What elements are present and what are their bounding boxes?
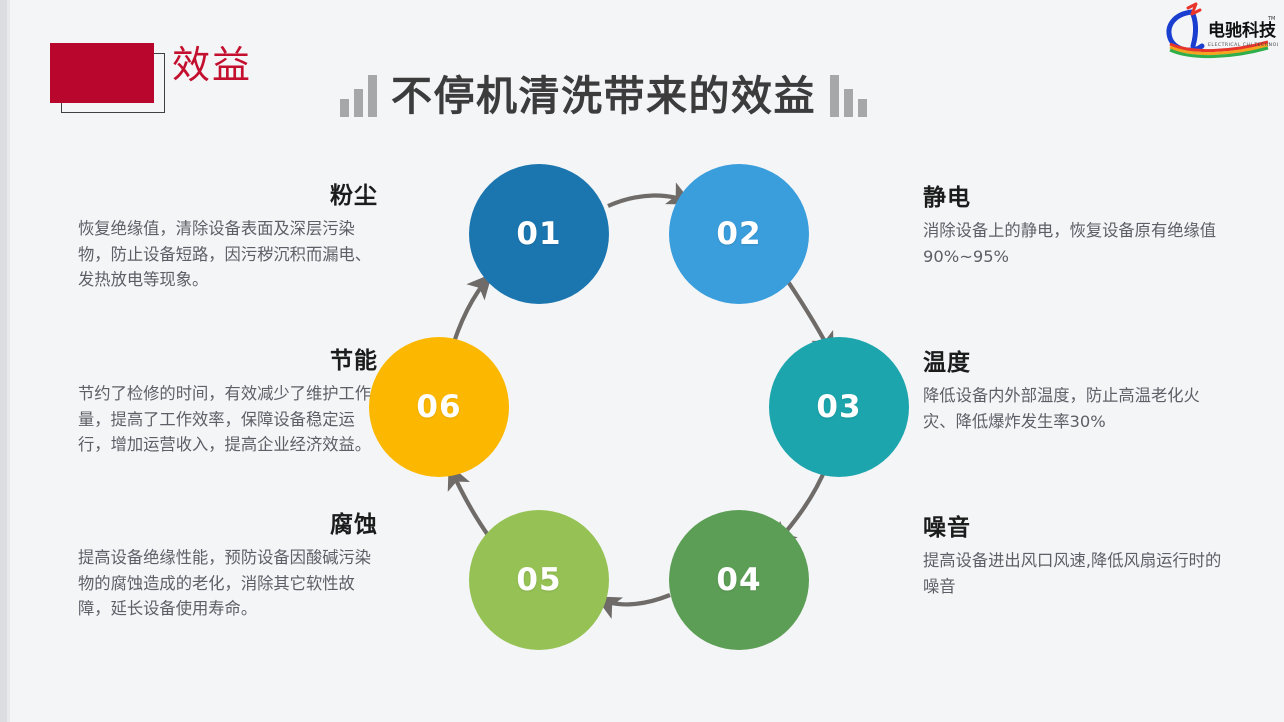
- logo-trademark: TM: [1267, 16, 1275, 22]
- logo-swoosh-icon: [1166, 2, 1269, 59]
- item-dust-body: 恢复绝缘值，清除设备表面及深层污染物，防止设备短路，因污秽沉积而漏电、发热放电等…: [78, 219, 372, 289]
- cycle-node-02[interactable]: 02: [669, 164, 809, 304]
- title-row: 不停机清洗带来的效益: [340, 68, 867, 124]
- logo-name-en: ELECTRICAL CHI TECHNOLOGY: [1208, 42, 1278, 48]
- cycle-node-06[interactable]: 06: [369, 337, 509, 477]
- cycle-node-01-label: 01: [516, 216, 562, 252]
- cycle-node-03[interactable]: 03: [769, 337, 909, 477]
- item-temperature-heading: 温度: [923, 350, 971, 376]
- item-static-body: 消除设备上的静电，恢复设备原有绝缘值90%~95%: [923, 221, 1217, 266]
- cycle-node-06-label: 06: [416, 389, 462, 425]
- logo-name-cn: 电驰科技: [1208, 20, 1277, 41]
- cycle-node-05-label: 05: [516, 562, 562, 598]
- item-static: 静电 消除设备上的静电，恢复设备原有绝缘值90%~95%: [923, 185, 1223, 269]
- item-static-heading: 静电: [923, 185, 971, 211]
- item-temperature-body: 降低设备内外部温度，防止高温老化火灾、降低爆炸发生率30%: [923, 386, 1200, 431]
- arrow-05-to-06: [447, 463, 492, 540]
- badge-red-square: [50, 43, 154, 103]
- item-energy-heading: 节能: [330, 348, 378, 374]
- item-corrosion-body: 提高设备绝缘性能，预防设备因酸碱污染物的腐蚀造成的老化，消除其它软性故障，延长设…: [78, 548, 372, 618]
- section-badge-label: 效益: [172, 43, 253, 87]
- item-noise-heading: 噪音: [923, 515, 971, 541]
- page-title: 不停机清洗带来的效益: [391, 71, 816, 120]
- item-dust: 粉尘 恢复绝缘值，清除设备表面及深层污染物，防止设备短路，因污秽沉积而漏电、发热…: [78, 183, 378, 292]
- cycle-diagram: 01 02 03 04 05 06: [369, 164, 915, 660]
- item-corrosion-heading: 腐蚀: [330, 512, 378, 538]
- item-noise: 噪音 提高设备进出风口风速,降低风扇运行时的噪音: [923, 515, 1223, 599]
- cycle-node-01[interactable]: 01: [469, 164, 609, 304]
- cycle-node-04[interactable]: 04: [669, 510, 809, 650]
- arrow-04-to-05: [595, 593, 671, 619]
- item-noise-body: 提高设备进出风口风速,降低风扇运行时的噪音: [923, 551, 1222, 596]
- section-badge: [50, 43, 168, 115]
- cycle-node-04-label: 04: [716, 562, 762, 598]
- cycle-node-02-label: 02: [716, 216, 762, 252]
- item-energy: 节能 节约了检修的时间，有效减少了维护工作量，提高了工作效率，保障设备稳定运行，…: [78, 348, 378, 457]
- item-energy-body: 节约了检修的时间，有效减少了维护工作量，提高了工作效率，保障设备稳定运行，增加运…: [78, 384, 372, 454]
- ascending-bars-icon: [340, 75, 377, 117]
- company-logo: 电驰科技 ELECTRICAL CHI TECHNOLOGY TM: [1162, 2, 1278, 60]
- item-corrosion: 腐蚀 提高设备绝缘性能，预防设备因酸碱污染物的腐蚀造成的老化，消除其它软性故障，…: [78, 512, 378, 621]
- cycle-node-05[interactable]: 05: [469, 510, 609, 650]
- left-edge-strip: [0, 0, 7, 722]
- cycle-node-03-label: 03: [816, 389, 862, 425]
- descending-bars-icon: [830, 75, 867, 117]
- item-temperature: 温度 降低设备内外部温度，防止高温老化火灾、降低爆炸发生率30%: [923, 350, 1223, 434]
- left-edge-strip-inner: [7, 0, 10, 722]
- item-dust-heading: 粉尘: [330, 183, 378, 209]
